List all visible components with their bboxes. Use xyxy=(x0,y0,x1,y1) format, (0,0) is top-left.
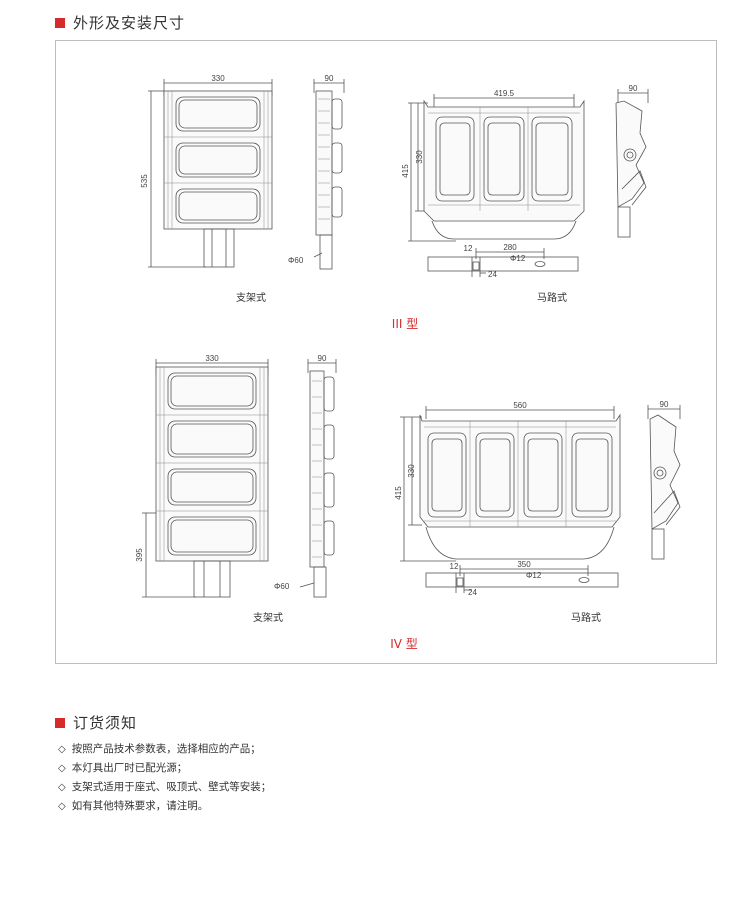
type4-road-side-view xyxy=(647,405,681,560)
type3-road-front-view xyxy=(408,94,585,277)
section-title-text: 外形及安装尺寸 xyxy=(73,14,186,32)
ordering-notes-list: ◇ 按照产品技术参数表，选择相应的产品； ◇ 本灯具出厂时已配光源； ◇ 支架式… xyxy=(58,740,271,816)
diamond-bullet-icon: ◇ xyxy=(58,801,66,812)
type3-bracket-front-view xyxy=(148,79,273,268)
t4-road-width-label: 560 xyxy=(513,401,527,410)
t4-road-d1-label: 12 xyxy=(450,562,459,571)
type4-bracket-front-view xyxy=(142,359,269,598)
type3-bracket-side-view xyxy=(313,79,345,270)
t3-road-hole-dia-label: Φ12 xyxy=(510,254,526,263)
t3-road-width-label: 419.5 xyxy=(494,89,515,98)
type3-road-side-view xyxy=(615,89,649,238)
t4-bracket-pole-label: Φ60 xyxy=(274,582,290,591)
t3-bracket-pole-label: Φ60 xyxy=(288,256,304,265)
t4-bracket-height-label: 395 xyxy=(135,548,144,562)
section-title-ordering: 订货须知 xyxy=(55,712,137,733)
t3-bracket-caption: 支架式 xyxy=(236,291,266,304)
t3-road-depth-label: 90 xyxy=(629,84,638,93)
section-title-dimensions: 外形及安装尺寸 xyxy=(55,12,185,33)
t4-road-outer-height-label: 415 xyxy=(394,486,403,500)
dimension-drawings: 330 535 90 Φ60 支架式 419.5 415 330 90 280 … xyxy=(135,74,681,651)
type4-label: IV 型 xyxy=(390,637,418,651)
t3-road-hole-spacing-label: 280 xyxy=(503,243,517,252)
dimension-drawing-frame: 330 535 90 Φ60 支架式 419.5 415 330 90 280 … xyxy=(55,40,717,664)
diamond-bullet-icon: ◇ xyxy=(58,763,66,774)
t4-bracket-depth-label: 90 xyxy=(318,354,327,363)
t3-bracket-depth-label: 90 xyxy=(325,74,334,83)
red-square-bullet-icon xyxy=(55,717,65,728)
section-title-text: 订货须知 xyxy=(73,714,138,732)
list-item: ◇ 如有其他特殊要求，请注明。 xyxy=(58,797,271,816)
t4-bracket-width-label: 330 xyxy=(205,354,219,363)
type4-road-front-view xyxy=(400,406,621,593)
t3-road-d2-label: 24 xyxy=(488,270,497,279)
list-item: ◇ 本灯具出厂时已配光源； xyxy=(58,759,271,778)
type3-label: III 型 xyxy=(392,317,418,331)
t4-road-hole-dia-label: Φ12 xyxy=(526,571,542,580)
t4-road-hole-spacing-label: 350 xyxy=(517,560,531,569)
list-item: ◇ 支架式适用于座式、吸顶式、壁式等安装； xyxy=(58,778,271,797)
t3-road-outer-height-label: 415 xyxy=(401,164,410,178)
t3-bracket-height-label: 535 xyxy=(140,174,149,188)
t4-road-caption: 马路式 xyxy=(571,611,601,624)
t4-bracket-caption: 支架式 xyxy=(253,611,283,624)
t3-road-inner-height-label: 330 xyxy=(415,150,424,164)
t3-road-d1-label: 12 xyxy=(464,244,473,253)
diamond-bullet-icon: ◇ xyxy=(58,782,66,793)
t4-road-d2-label: 24 xyxy=(468,588,477,597)
type4-bracket-side-view xyxy=(299,359,337,598)
diamond-bullet-icon: ◇ xyxy=(58,744,66,755)
red-square-bullet-icon xyxy=(55,17,65,28)
t4-road-inner-height-label: 330 xyxy=(407,464,416,478)
t3-road-caption: 马路式 xyxy=(537,291,567,304)
t4-road-depth-label: 90 xyxy=(660,400,669,409)
t3-bracket-width-label: 330 xyxy=(211,74,225,83)
list-item: ◇ 按照产品技术参数表，选择相应的产品； xyxy=(58,740,271,759)
